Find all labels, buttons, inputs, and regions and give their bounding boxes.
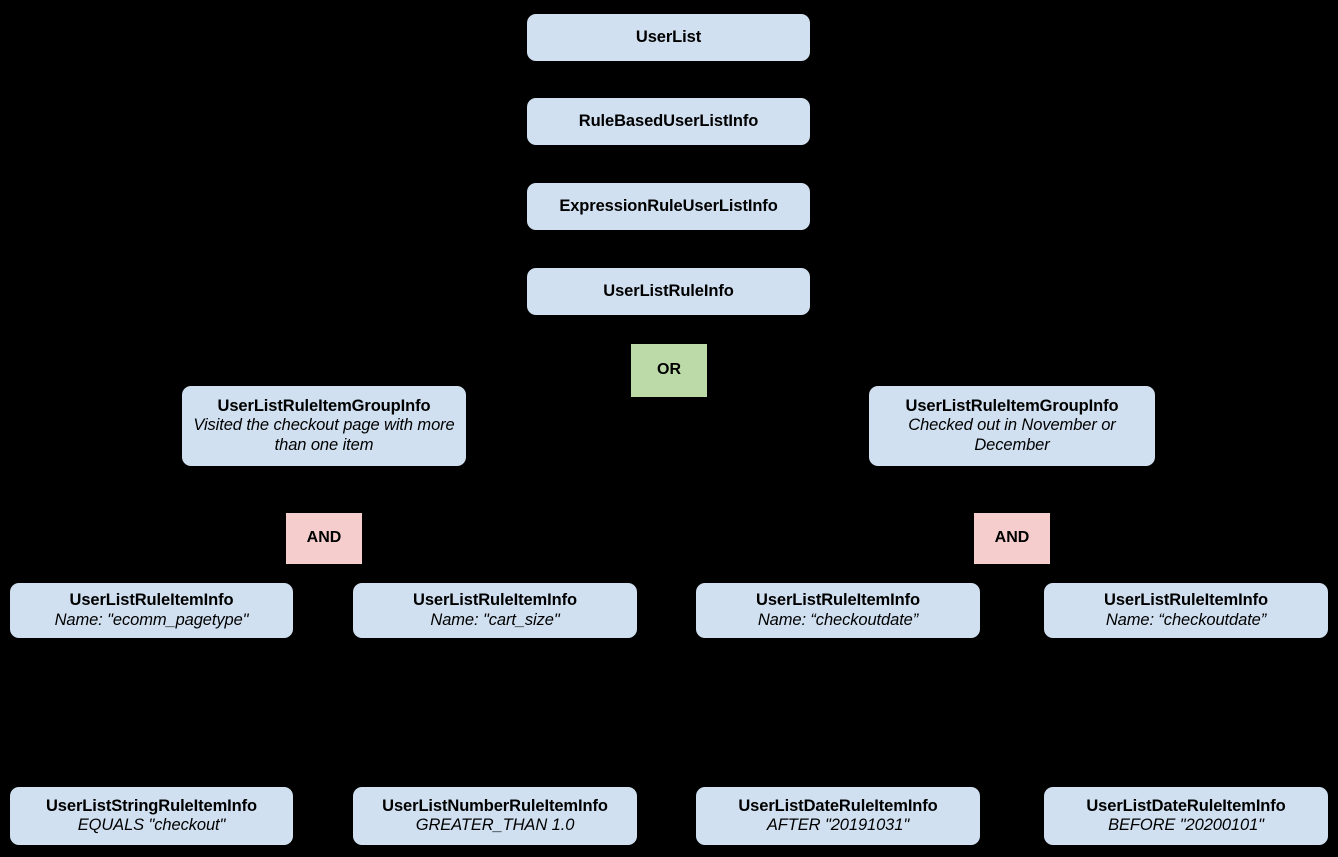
node-description: Name: "ecomm_pagetype" — [54, 610, 249, 629]
edge-ruleinfo-to-group-left — [318, 314, 670, 388]
node-description: BEFORE "20200101" — [1108, 816, 1264, 834]
entity-node-userlist: UserList — [527, 14, 810, 61]
node-description: Name: "cart_size" — [430, 610, 560, 629]
node-title: UserListRuleItemInfo — [413, 591, 577, 610]
node-title: UserListDateRuleItemInfo — [1086, 796, 1286, 815]
entity-node-rulebased: RuleBasedUserListInfo — [527, 98, 810, 145]
node-title: RuleBasedUserListInfo — [578, 111, 759, 130]
operator-node-and-node-right: AND — [974, 513, 1050, 564]
node-title: UserListRuleItemGroupInfo — [217, 396, 431, 415]
node-description: GREATER_THAN 1.0 — [415, 816, 575, 834]
node-description: Name: “checkoutdate” — [757, 610, 919, 629]
node-description: EQUALS "checkout" — [77, 816, 226, 834]
operator-label: OR — [657, 361, 681, 379]
node-description: AFTER "20191031" — [766, 816, 910, 834]
operator-label: AND — [306, 529, 342, 547]
node-description: Visited the checkout page with more than… — [193, 416, 455, 454]
entity-node-expressionrule: ExpressionRuleUserListInfo — [527, 183, 810, 230]
node-title: UserList — [635, 27, 702, 46]
node-title: UserListRuleItemInfo — [69, 591, 234, 610]
node-title: UserListNumberRuleItemInfo — [382, 796, 608, 815]
operator-node-and-node-left: AND — [286, 513, 362, 564]
node-title: UserListRuleItemInfo — [756, 591, 920, 610]
node-description: Checked out in November or December — [908, 416, 1116, 454]
node-title: UserListDateRuleItemInfo — [738, 796, 938, 815]
node-title: UserListRuleInfo — [603, 281, 734, 300]
node-title: UserListRuleItemGroupInfo — [905, 396, 1119, 415]
entity-node-ruleinfo: UserListRuleInfo — [527, 268, 810, 315]
node-title: UserListStringRuleItemInfo — [45, 796, 257, 815]
node-description: Name: “checkoutdate” — [1105, 610, 1267, 629]
node-title: ExpressionRuleUserListInfo — [559, 196, 778, 215]
operator-label: AND — [994, 529, 1030, 547]
edge-ruleinfo-to-group-right — [667, 314, 1018, 388]
node-title: UserListRuleItemInfo — [1104, 591, 1268, 610]
operator-node-or-node: OR — [631, 344, 707, 397]
